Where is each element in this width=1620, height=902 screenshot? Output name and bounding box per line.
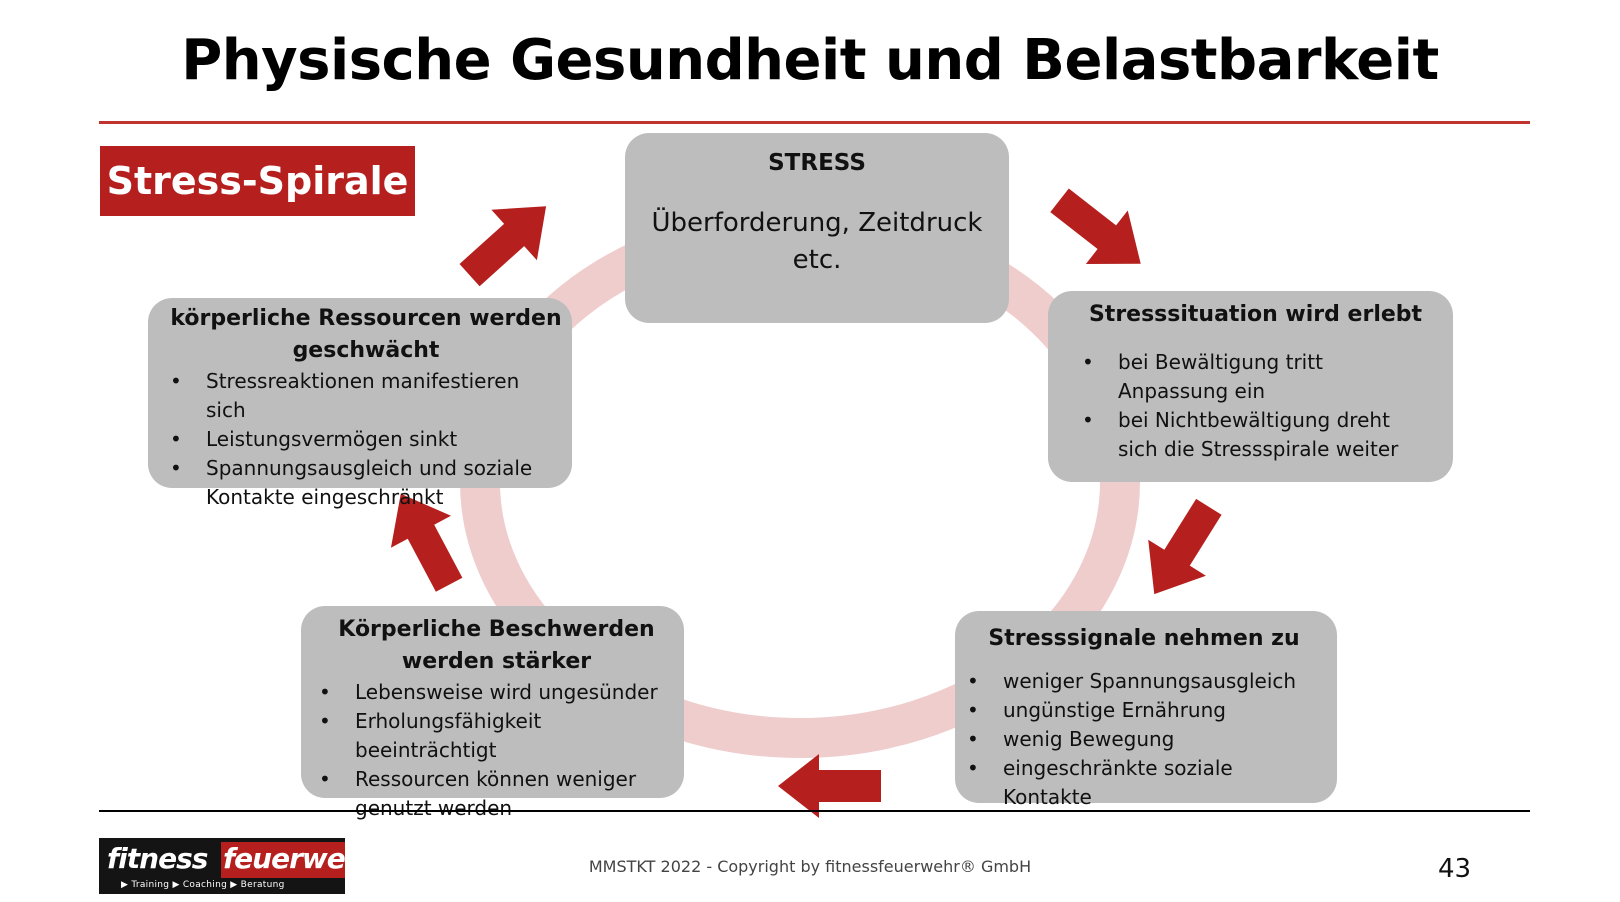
section-tag: Stress-Spirale (100, 146, 415, 216)
footer-copyright: MMSTKT 2022 - Copyright by fitnessfeuerw… (588, 857, 1032, 876)
arrow-to-signals (1148, 498, 1222, 595)
resources-box: körperliche Ressourcen werden geschwächt… (148, 298, 572, 509)
stress-subtext: Überforderung, Zeitdruck etc. (651, 208, 983, 275)
list-item: Erholungsfähigkeit beeinträchtigt (317, 707, 676, 765)
signals-list: weniger Spannungsausgleich ungünstige Er… (965, 667, 1323, 812)
page-number: 43 (1438, 854, 1472, 884)
list-item: eingeschränkte soziale Kontakte (965, 754, 1323, 812)
complaints-box: Körperliche Beschwerden werden stärker L… (301, 606, 684, 820)
arrow-to-stress (459, 206, 547, 287)
title-divider (99, 121, 1530, 124)
resources-heading: körperliche Ressourcen werden geschwächt (170, 306, 562, 363)
stress-heading: STRESS (768, 150, 866, 176)
arrow-to-resources (390, 493, 463, 592)
stress-box: STRESS Überforderung, Zeitdruck etc. (625, 133, 1009, 323)
situation-list: bei Bewältigung tritt Anpassung ein bei … (1080, 348, 1431, 464)
logo-red-panel (221, 842, 345, 878)
situation-heading: Stresssituation wird erlebt (1088, 302, 1423, 327)
slide-title: Physische Gesundheit und Belastbarkeit (181, 28, 1439, 93)
list-item: bei Nichtbewältigung dreht sich die Stre… (1080, 406, 1431, 464)
logo-word-left: fitness (107, 842, 208, 875)
company-logo: fitness feuerwehr ▶ Training ▶ Coaching … (99, 838, 345, 894)
footer-divider (99, 810, 1530, 812)
arrow-to-situation (1050, 188, 1141, 265)
arrow-to-complaints (778, 754, 881, 818)
logo-tagline: ▶ Training ▶ Coaching ▶ Beratung (121, 880, 285, 890)
list-item: Spannungsausgleich und soziale Kontakte … (168, 454, 564, 512)
list-item: Leistungsvermögen sinkt (168, 425, 564, 454)
signals-heading: Stresssignale nehmen zu (988, 626, 1300, 651)
complaints-heading: Körperliche Beschwerden werden stärker (338, 617, 655, 674)
signals-box: Stresssignale nehmen zu weniger Spannung… (955, 611, 1337, 809)
resources-list: Stressreaktionen manifestieren sich Leis… (168, 367, 564, 512)
list-item: Ressourcen können weniger genutzt werden (317, 765, 676, 823)
list-item: bei Bewältigung tritt Anpassung ein (1080, 348, 1431, 406)
logo-word-right: feuerwehr (223, 842, 345, 875)
list-item: wenig Bewegung (965, 725, 1323, 754)
list-item: Lebensweise wird ungesünder (317, 678, 676, 707)
list-item: Stressreaktionen manifestieren sich (168, 367, 564, 425)
complaints-list: Lebensweise wird ungesünder Erholungsfäh… (317, 678, 676, 823)
list-item: ungünstige Ernährung (965, 696, 1323, 725)
situation-box: Stresssituation wird erlebt bei Bewältig… (1048, 291, 1453, 482)
list-item: weniger Spannungsausgleich (965, 667, 1323, 696)
